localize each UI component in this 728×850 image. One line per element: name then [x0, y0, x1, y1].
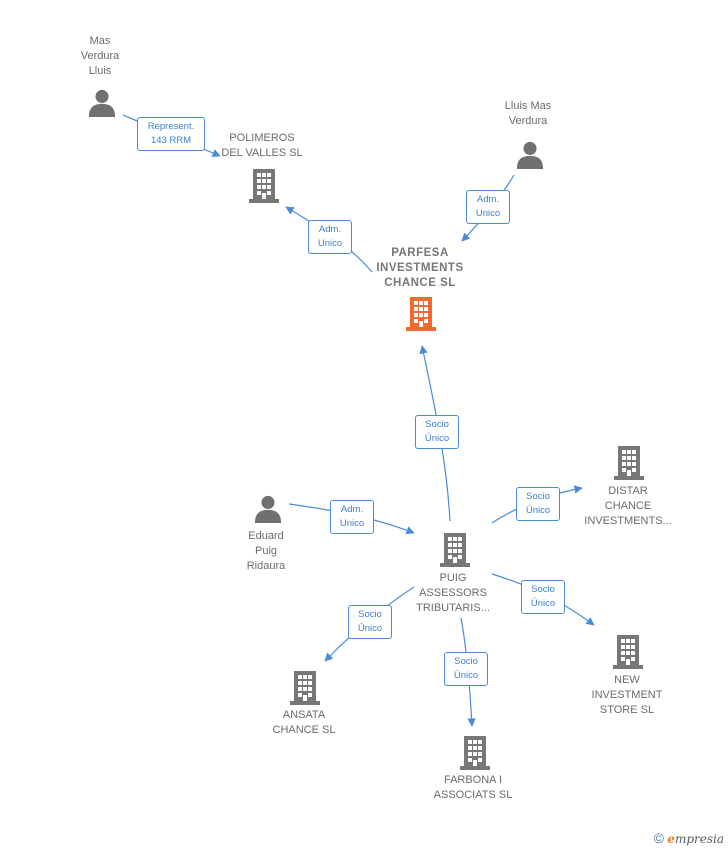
building-icon-polimeros[interactable]	[249, 169, 279, 203]
node-label-mas_verdura_lluis[interactable]: Mas Verdura Lluis	[80, 34, 120, 77]
building-icon-puig[interactable]	[440, 533, 470, 567]
building-icon-ansata[interactable]	[290, 671, 320, 705]
edge-label-mas_verdura_lluis-to-polimeros[interactable]: Represent. 143 RRM	[137, 117, 205, 151]
edge-label-puig-to-parfesa[interactable]: Socio Único	[415, 415, 459, 449]
icons-layer	[88, 89, 644, 770]
person-icon-eduard[interactable]	[254, 495, 282, 523]
building-icon-farbona[interactable]	[460, 736, 490, 770]
brand-initial: e	[667, 832, 675, 846]
node-label-new_investment[interactable]: NEW INVESTMENT STORE SL	[591, 673, 663, 716]
edge-label-eduard-to-puig[interactable]: Adm. Unico	[330, 500, 374, 534]
edge-label-puig-to-distar[interactable]: Socio Único	[516, 487, 560, 521]
node-label-parfesa[interactable]: PARFESA INVESTMENTS CHANCE SL	[376, 246, 464, 289]
building-icon-new_investment[interactable]	[613, 635, 643, 669]
node-label-lluis_mas_verdura[interactable]: Lluis Mas Verdura	[504, 100, 552, 127]
edge-label-puig-to-ansata[interactable]: Socio Único	[348, 605, 392, 639]
edge-label-lluis_mas_verdura-to-parfesa[interactable]: Adm. Unico	[466, 190, 510, 224]
edge-label-parfesa-to-polimeros[interactable]: Adm. Unico	[308, 220, 352, 254]
copyright-symbol: ©	[653, 830, 664, 846]
brand-logo: © empresia	[654, 830, 724, 846]
building-icon-distar[interactable]	[614, 446, 644, 480]
brand-name: mpresia	[674, 832, 724, 846]
person-icon-lluis_mas_verdura[interactable]	[516, 141, 544, 169]
node-label-polimeros[interactable]: POLIMEROS DEL VALLES SL	[221, 132, 303, 159]
person-icon-mas_verdura_lluis[interactable]	[88, 89, 116, 117]
node-label-distar[interactable]: DISTAR CHANCE INVESTMENTS...	[584, 484, 672, 527]
building-icon-parfesa[interactable]	[406, 297, 436, 331]
node-label-ansata[interactable]: ANSATA CHANCE SL	[272, 709, 336, 736]
edge-label-puig-to-farbona[interactable]: Socio Único	[444, 652, 488, 686]
edge-label-puig-to-new_investment[interactable]: Socio Único	[521, 580, 565, 614]
node-label-eduard[interactable]: Eduard Puig Ridaura	[246, 529, 286, 572]
node-label-farbona[interactable]: FARBONA I ASSOCIATS SL	[433, 774, 513, 801]
node-label-puig[interactable]: PUIG ASSESSORS TRIBUTARIS...	[416, 571, 490, 614]
